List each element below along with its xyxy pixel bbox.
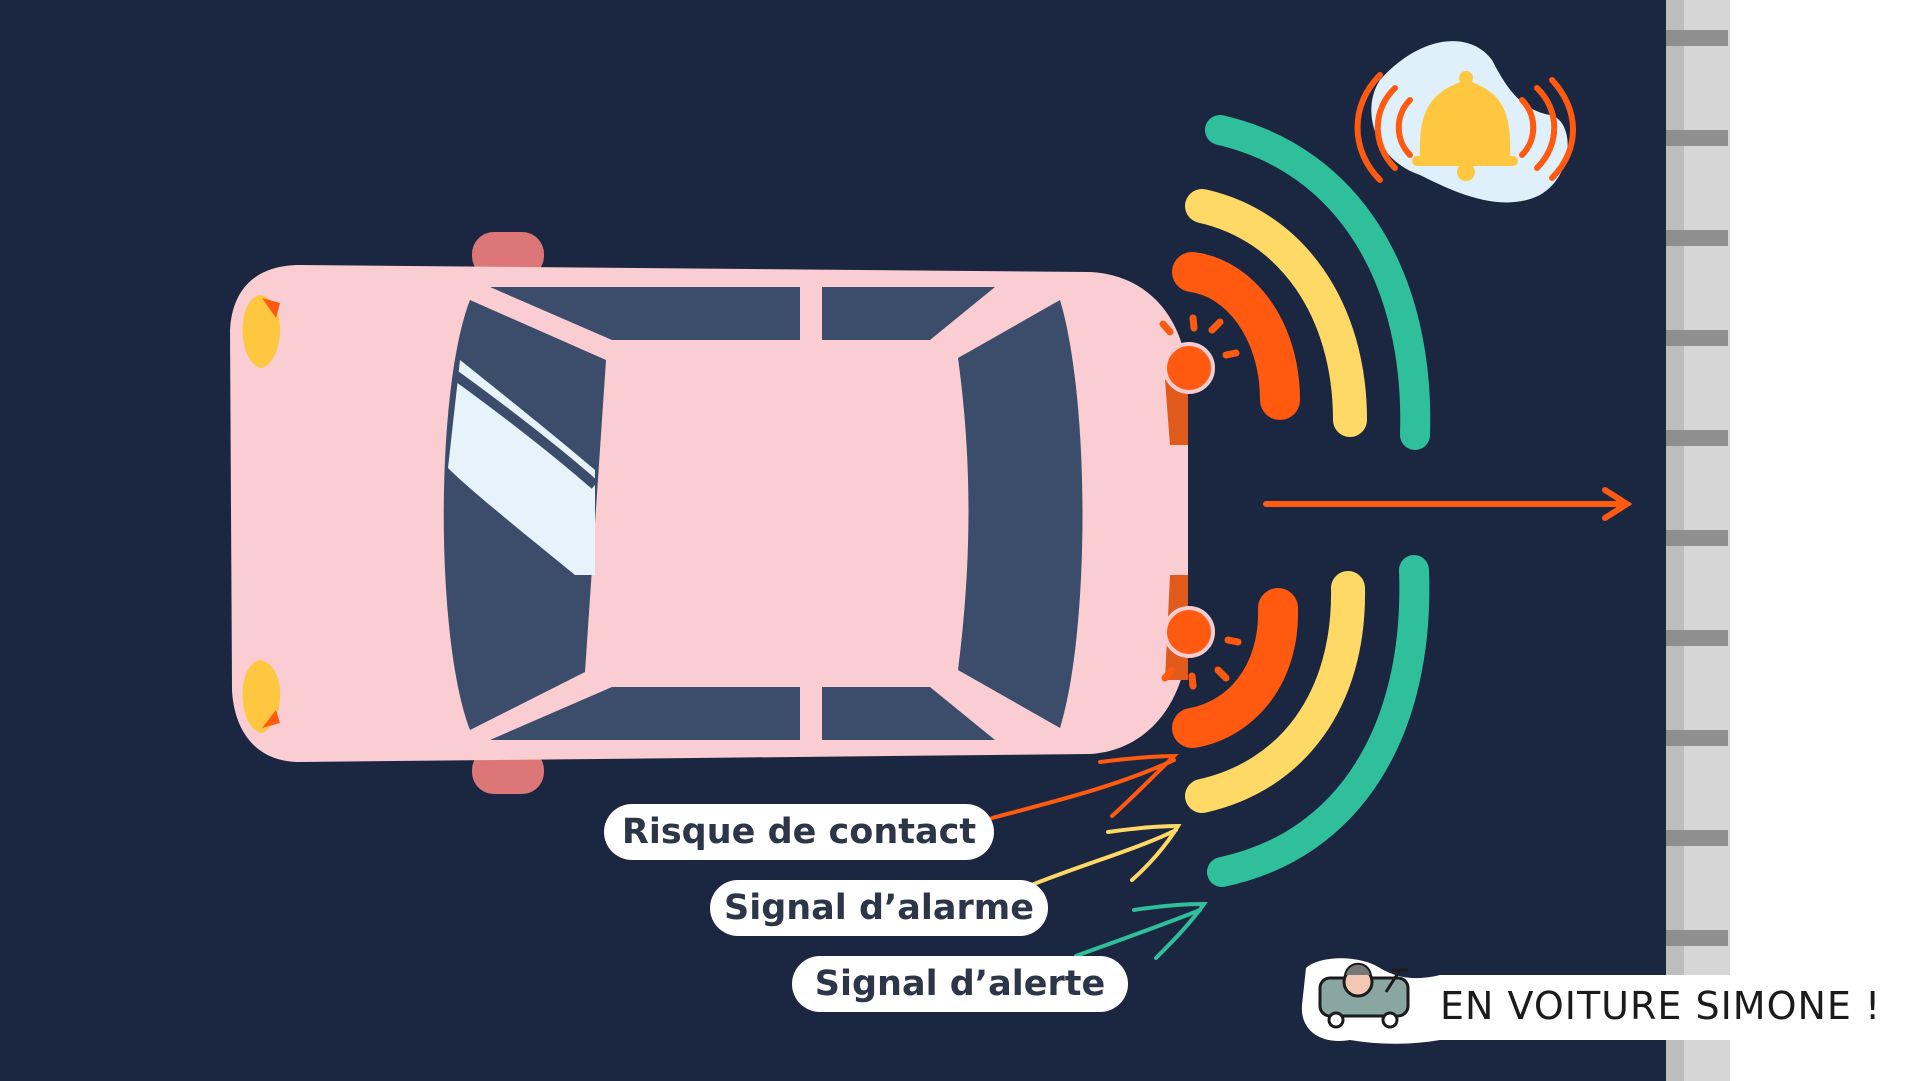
rear-light-bottom xyxy=(242,660,281,733)
pointer-contact xyxy=(990,753,1179,820)
car xyxy=(230,232,1188,794)
side-window-left-rear xyxy=(490,287,800,340)
wave-bottom-contact xyxy=(1172,588,1299,748)
rear-light-top xyxy=(242,295,281,368)
brand-badge xyxy=(1301,958,1730,1044)
label-signal-d-alerte: Signal d’alerte xyxy=(792,956,1128,1012)
left-mirror xyxy=(472,232,544,278)
wave-bottom-alarme xyxy=(1185,571,1366,813)
waves-top xyxy=(1172,115,1431,450)
wave-bottom-alerte xyxy=(1207,555,1430,887)
side-window-right-front xyxy=(822,687,995,740)
sensor-bottom xyxy=(1161,606,1242,690)
sensor-top xyxy=(1159,314,1240,394)
side-window-right-rear xyxy=(490,687,800,740)
label-risque-de-contact: Risque de contact xyxy=(604,804,994,860)
pointer-alerte xyxy=(1074,901,1208,960)
side-window-left-front xyxy=(822,287,995,340)
brand-name: EN VOITURE SIMONE ! xyxy=(1440,984,1882,1028)
windshield xyxy=(958,300,1083,728)
waves-bottom xyxy=(1172,555,1430,887)
arrow-right-icon xyxy=(1263,487,1633,521)
wave-top-alarme xyxy=(1185,189,1367,437)
label-signal-d-alarme: Signal d’alarme xyxy=(710,880,1048,936)
wave-top-alerte xyxy=(1205,115,1431,450)
wave-top-contact xyxy=(1172,252,1300,420)
car-with-driver-icon xyxy=(1318,962,1410,1029)
wall xyxy=(1666,0,1920,1081)
pointer-alarme xyxy=(1032,823,1182,886)
bell-icon xyxy=(1354,41,1576,203)
